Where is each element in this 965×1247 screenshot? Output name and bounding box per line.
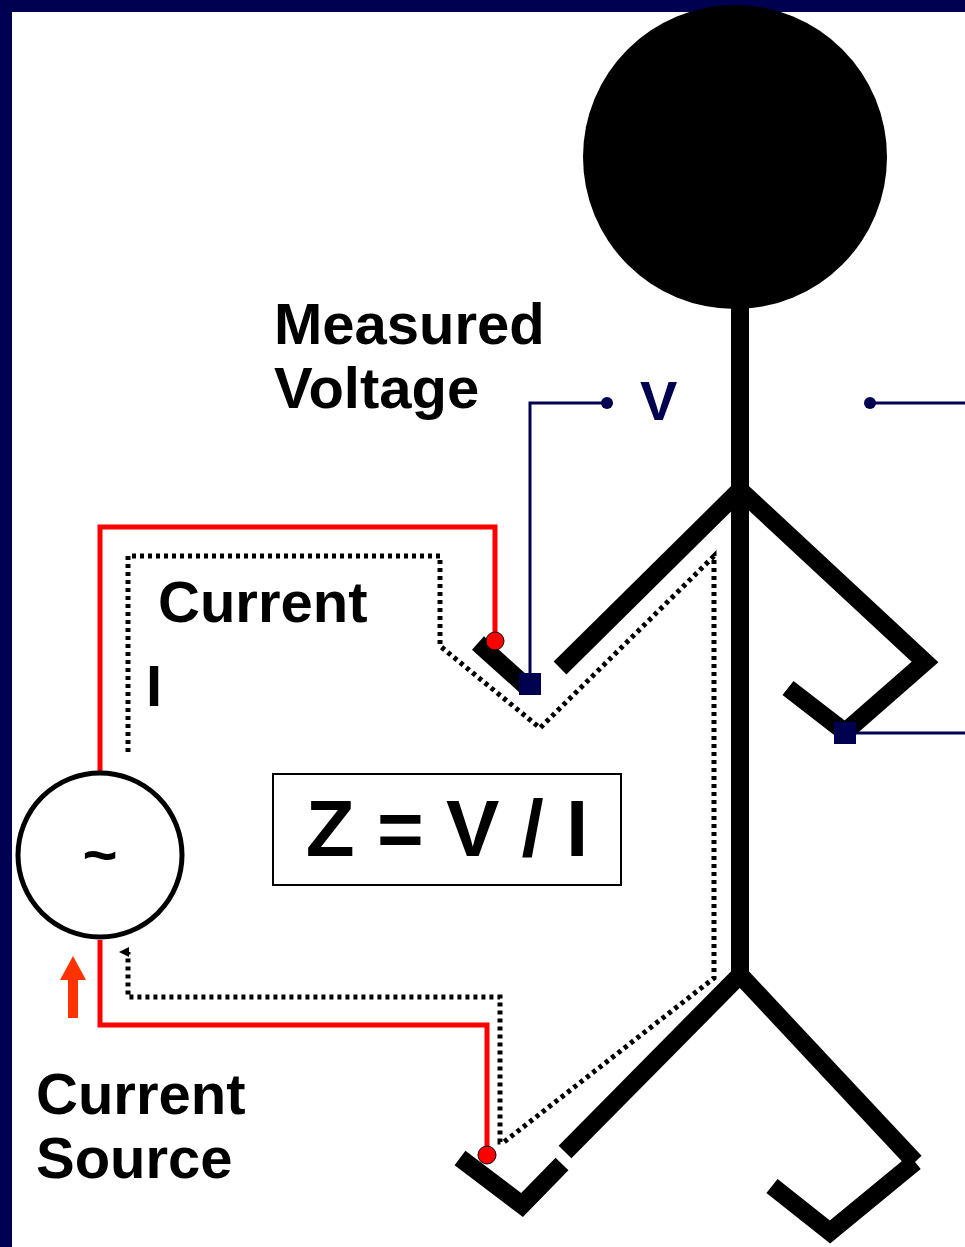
source-label: Current Source xyxy=(36,1062,286,1190)
frame-strip xyxy=(0,0,965,12)
voltage-electrode xyxy=(519,673,541,695)
current-source-symbol: ~ xyxy=(15,770,185,940)
voltage-terminal xyxy=(601,397,613,409)
head xyxy=(583,5,887,309)
formula-text: Z = V / I xyxy=(306,789,588,869)
current-electrode xyxy=(478,1146,496,1164)
current-label: Current xyxy=(158,570,367,634)
current-symbol: I xyxy=(146,654,162,718)
measurement-label: Measured Voltage xyxy=(274,292,574,420)
voltage-electrode xyxy=(834,722,856,744)
frame-strip xyxy=(0,0,12,1247)
source-arrow xyxy=(60,956,86,1018)
voltage-terminal xyxy=(864,397,876,409)
voltage-lead xyxy=(530,403,965,733)
current-path xyxy=(128,556,714,1142)
stick-figure xyxy=(460,290,925,1232)
voltage-symbol: V xyxy=(640,370,677,432)
source-symbol-text: ~ xyxy=(82,825,117,885)
current-electrode xyxy=(486,632,504,650)
formula-box: Z = V / I xyxy=(272,773,622,886)
